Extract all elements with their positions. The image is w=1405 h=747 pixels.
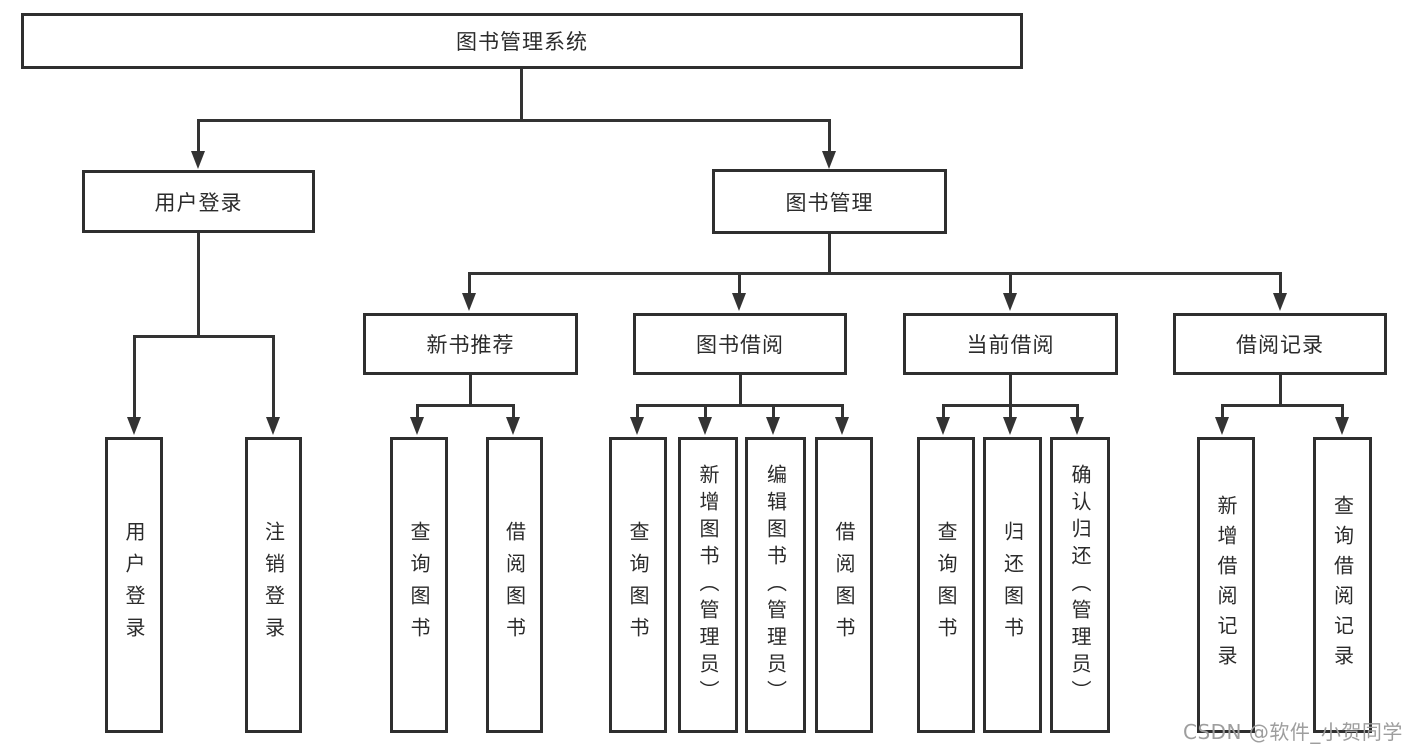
leaf-bb-edit-books-admin: 编辑图书（管理员） xyxy=(745,437,806,733)
leaf-cb-return-books: 归还图书 xyxy=(983,437,1042,733)
leaf-rec-query-books: 查询图书 xyxy=(390,437,448,733)
connector-line xyxy=(738,272,741,295)
connector-line xyxy=(772,404,775,419)
connector-line xyxy=(133,335,136,420)
connector-line xyxy=(739,375,742,407)
connector-line xyxy=(1279,375,1282,407)
connector-line xyxy=(828,234,831,275)
connector-line xyxy=(1221,404,1224,419)
node-root: 图书管理系统 xyxy=(21,13,1023,69)
arrowhead-icon xyxy=(191,151,205,169)
connector-line xyxy=(468,272,1282,275)
node-new-book-rec-label: 新书推荐 xyxy=(426,333,515,357)
connector-line xyxy=(416,404,419,419)
node-book-mgmt: 图书管理 xyxy=(712,169,947,234)
leaf-bb-add-books-admin-label: 新增图书（管理员） xyxy=(696,463,720,707)
leaf-cb-return-books-label: 归还图书 xyxy=(1000,521,1025,649)
arrowhead-icon xyxy=(630,417,644,435)
leaf-bb-borrow-books-label: 借阅图书 xyxy=(832,521,856,649)
connector-line xyxy=(636,404,844,407)
connector-line xyxy=(197,119,200,155)
connector-line xyxy=(197,119,831,122)
leaf-cb-query-books-label: 查询图书 xyxy=(934,521,958,649)
connector-line xyxy=(1341,404,1344,419)
leaf-br-query-record-label: 查询借阅记录 xyxy=(1330,495,1355,675)
arrowhead-icon xyxy=(506,417,520,435)
leaf-bb-borrow-books: 借阅图书 xyxy=(815,437,873,733)
arrowhead-icon xyxy=(1003,417,1017,435)
connector-line xyxy=(828,119,831,155)
connector-line xyxy=(133,335,274,338)
connector-line xyxy=(272,335,275,420)
leaf-bb-edit-books-admin-label: 编辑图书（管理员） xyxy=(763,463,788,707)
arrowhead-icon xyxy=(1003,293,1017,311)
connector-line xyxy=(468,272,471,295)
leaf-br-add-record-label: 新增借阅记录 xyxy=(1214,495,1238,675)
connector-line xyxy=(1009,272,1012,295)
arrowhead-icon xyxy=(1335,417,1349,435)
connector-line xyxy=(636,404,639,419)
arrowhead-icon xyxy=(835,417,849,435)
connector-line xyxy=(841,404,844,419)
arrowhead-icon xyxy=(766,417,780,435)
leaf-rec-query-books-label: 查询图书 xyxy=(407,521,431,649)
leaf-cb-confirm-return-admin-label: 确认归还（管理员） xyxy=(1068,463,1092,707)
connector-line xyxy=(704,404,707,419)
arrowhead-icon xyxy=(936,417,950,435)
csdn-watermark: CSDN @软件_小贺同学 xyxy=(1183,720,1403,744)
leaf-bb-query-books-label: 查询图书 xyxy=(626,521,650,649)
leaf-cb-confirm-return-admin: 确认归还（管理员） xyxy=(1050,437,1110,733)
leaf-logout: 注销登录 xyxy=(245,437,302,733)
node-user-login: 用户登录 xyxy=(82,170,315,233)
node-current-borrow: 当前借阅 xyxy=(903,313,1118,375)
leaf-rec-borrow-books: 借阅图书 xyxy=(486,437,543,733)
leaf-bb-add-books-admin: 新增图书（管理员） xyxy=(678,437,738,733)
leaf-cb-query-books: 查询图书 xyxy=(917,437,975,733)
leaf-br-add-record: 新增借阅记录 xyxy=(1197,437,1255,733)
leaf-user-login-label: 用户登录 xyxy=(122,521,146,649)
connector-line xyxy=(1076,404,1079,419)
arrowhead-icon xyxy=(410,417,424,435)
connector-line xyxy=(1009,375,1012,407)
leaf-rec-borrow-books-label: 借阅图书 xyxy=(502,521,527,649)
node-new-book-rec: 新书推荐 xyxy=(363,313,578,375)
node-book-mgmt-label: 图书管理 xyxy=(785,190,874,215)
arrowhead-icon xyxy=(266,417,280,435)
arrowhead-icon xyxy=(1273,293,1287,311)
connector-line xyxy=(1279,272,1282,295)
connector-line xyxy=(1221,404,1344,407)
node-book-borrow: 图书借阅 xyxy=(633,313,847,375)
node-current-borrow-label: 当前借阅 xyxy=(966,333,1055,357)
node-borrow-record-label: 借阅记录 xyxy=(1236,333,1324,357)
leaf-br-query-record: 查询借阅记录 xyxy=(1313,437,1372,733)
leaf-bb-query-books: 查询图书 xyxy=(609,437,667,733)
node-user-login-label: 用户登录 xyxy=(154,190,243,215)
connector-line xyxy=(512,404,515,419)
arrowhead-icon xyxy=(822,151,836,169)
arrowhead-icon xyxy=(1215,417,1229,435)
arrowhead-icon xyxy=(462,293,476,311)
arrowhead-icon xyxy=(1070,417,1084,435)
arrowhead-icon xyxy=(732,293,746,311)
arrowhead-icon xyxy=(698,417,712,435)
connector-line xyxy=(197,233,200,338)
node-book-borrow-label: 图书借阅 xyxy=(696,333,784,357)
node-borrow-record: 借阅记录 xyxy=(1173,313,1387,375)
node-root-label: 图书管理系统 xyxy=(456,30,588,54)
connector-line xyxy=(416,404,515,407)
arrowhead-icon xyxy=(127,417,141,435)
connector-line xyxy=(942,404,945,419)
leaf-logout-label: 注销登录 xyxy=(261,521,286,649)
leaf-user-login: 用户登录 xyxy=(105,437,163,733)
connector-line xyxy=(520,69,523,122)
connector-line xyxy=(469,375,472,407)
connector-line xyxy=(1009,404,1012,419)
